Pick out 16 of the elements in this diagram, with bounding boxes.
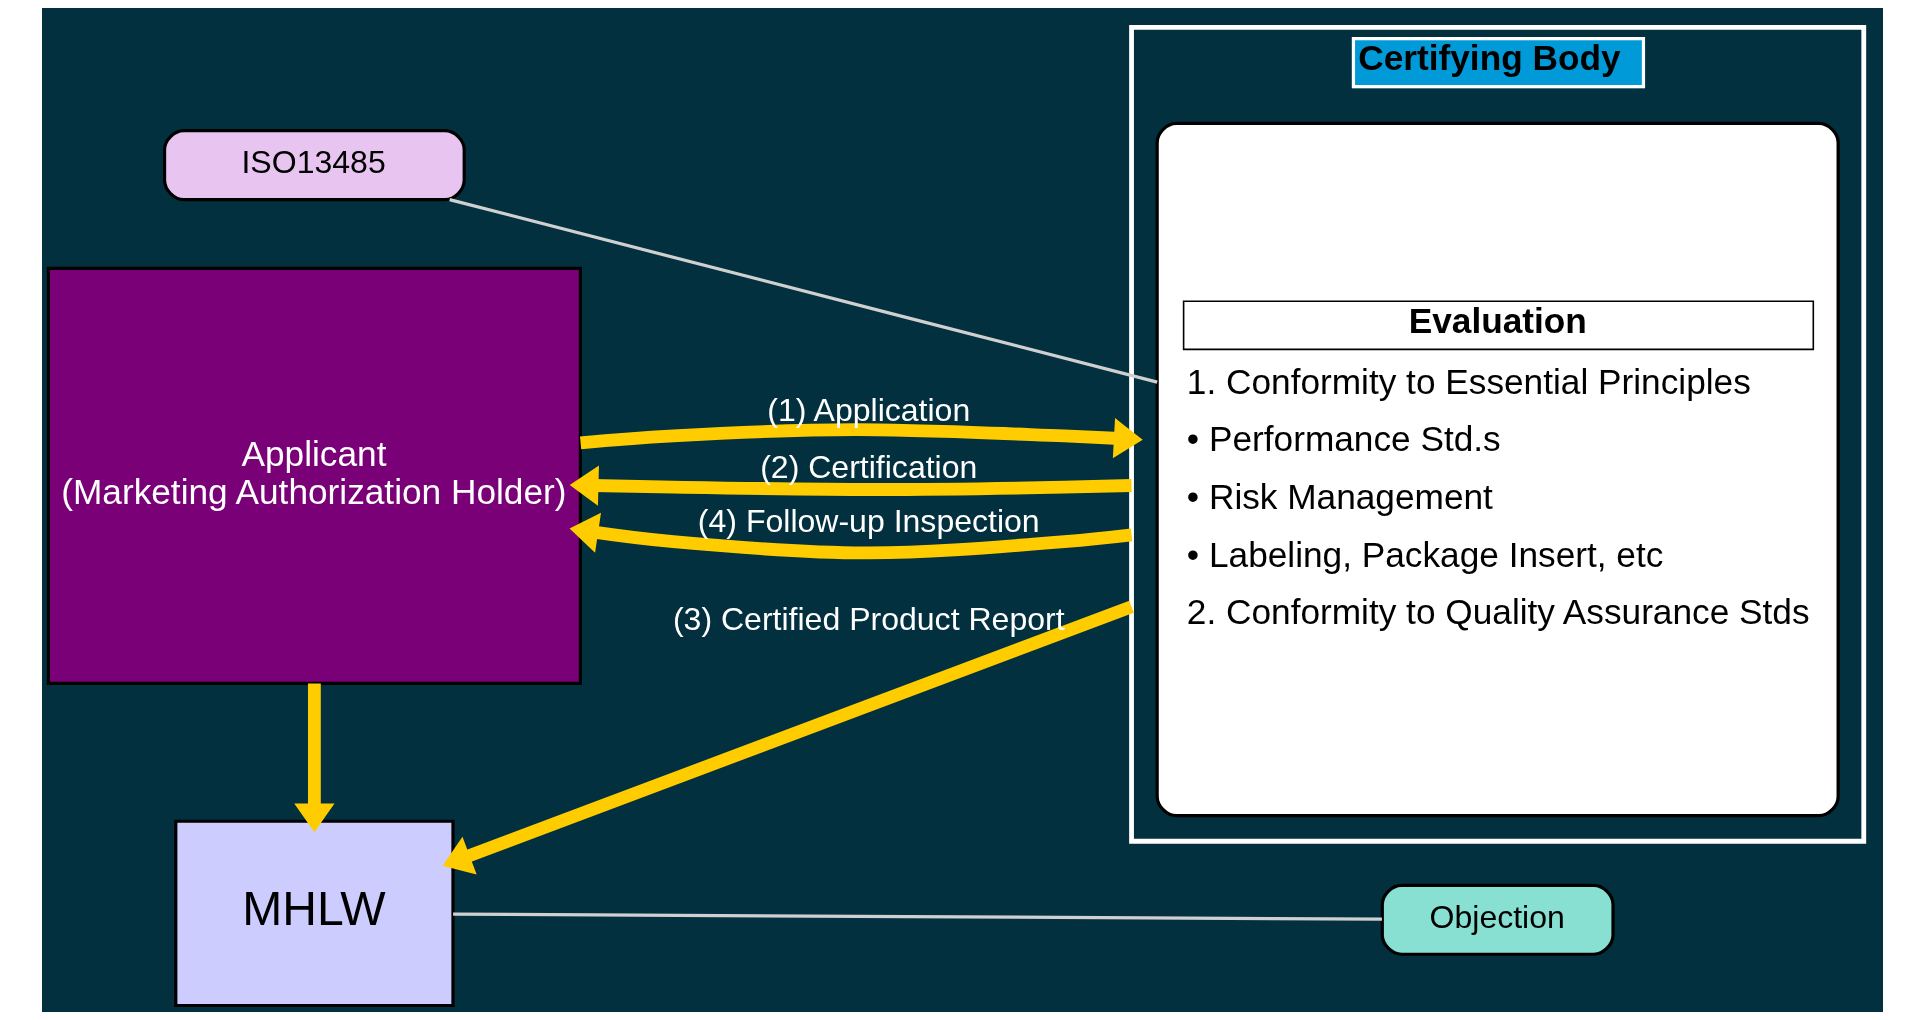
arrow bbox=[442, 600, 1134, 875]
connector bbox=[453, 912, 1382, 921]
node-box: Objection bbox=[1380, 883, 1615, 956]
edge-label: (2) Certification bbox=[760, 448, 978, 485]
arrow bbox=[569, 512, 1133, 560]
edge-label: (4) Follow-up Inspection bbox=[697, 503, 1040, 540]
arrow bbox=[569, 465, 1132, 506]
arrow bbox=[580, 418, 1143, 459]
node-box: MHLW bbox=[174, 819, 455, 1008]
arrow bbox=[294, 683, 335, 833]
node-box: Evaluation 1. Conformity to Essential Principles • Performance Std.s • Risk Management • Labeling, Package Insert, etc 2. Conformity to Quality Assurance Stds bbox=[1155, 121, 1840, 818]
edge-label: (3) Certified Product Report bbox=[672, 600, 1065, 637]
connector bbox=[449, 198, 1158, 384]
edge-label: (1) Application bbox=[767, 392, 971, 429]
node-box: Applicant (Marketing Authorization Holder) bbox=[46, 266, 582, 686]
node-box: ISO13485 bbox=[162, 129, 466, 202]
